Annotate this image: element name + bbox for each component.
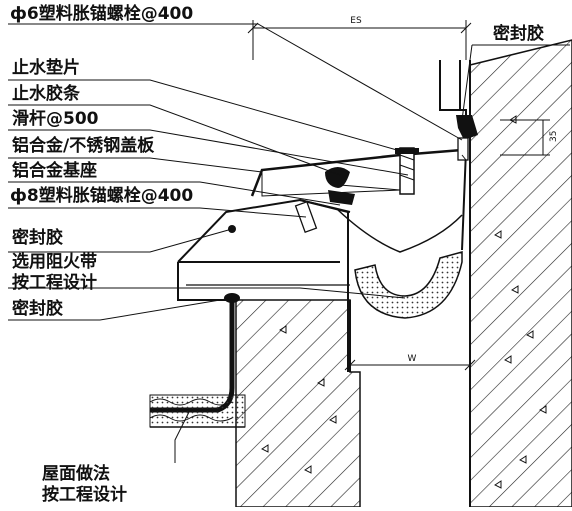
right-structural-wall	[469, 39, 572, 508]
label-slide-bar: 滑杆@500	[12, 109, 99, 129]
label-cover-plate: 铝合金/不锈钢盖板	[12, 136, 155, 156]
waterstop-gasket	[395, 148, 419, 154]
left-parapet-wall	[235, 299, 361, 508]
fire-stop-belt	[354, 251, 463, 319]
label-sealant-right: 密封胶	[493, 24, 544, 44]
label-anchor-bolt-6: ф6塑料胀锚螺栓@400	[10, 4, 194, 24]
roof-insulation-layer	[149, 394, 246, 428]
cover-plate	[250, 148, 463, 197]
label-sealant-upper: 密封胶	[12, 228, 63, 248]
label-fire-belt-line1: 选用阻火带	[12, 252, 97, 272]
label-roof-line1: 屋面做法	[42, 464, 110, 484]
label-sealant-lower: 密封胶	[12, 299, 63, 319]
d35-dimension-label: 35	[549, 131, 559, 142]
d35-dimension: 35	[500, 119, 559, 156]
label-anchor-bolt-8: ф8塑料胀锚螺栓@400	[10, 186, 194, 206]
es-dimension-label: ES	[350, 16, 362, 26]
label-fire-belt-line2: 按工程设计	[12, 273, 97, 293]
label-roof-line2: 按工程设计	[42, 485, 127, 505]
wall-flashing	[439, 60, 467, 251]
anchor-bolt-6	[457, 137, 469, 161]
label-waterstop-strip: 止水胶条	[12, 84, 80, 104]
concrete-aggregate-marks	[261, 115, 547, 489]
joint-flexible-membrane	[337, 209, 463, 253]
leader-lines	[8, 23, 570, 463]
wall-sealant-bead	[456, 115, 478, 140]
slide-bar-bolt	[399, 147, 415, 195]
w-dimension: W	[344, 354, 476, 371]
label-waterstop-gasket: 止水垫片	[12, 58, 80, 78]
roof-membrane	[150, 300, 235, 413]
label-base-seat: 铝合金基座	[12, 161, 97, 181]
es-dimension: ES	[247, 16, 472, 60]
w-dimension-label: W	[408, 354, 417, 364]
aluminum-clip	[325, 167, 350, 188]
